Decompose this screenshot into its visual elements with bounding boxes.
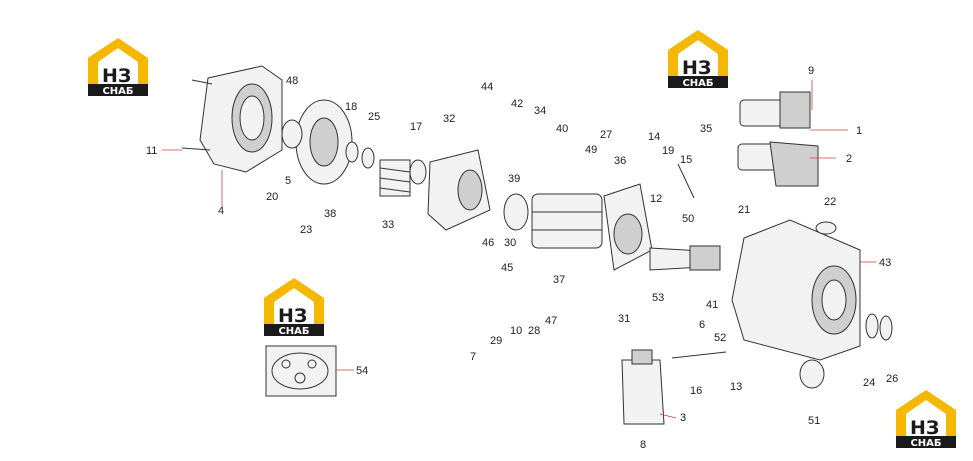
callout-43: 43	[879, 257, 891, 269]
swash-plate	[603, 183, 653, 271]
callout-21: 21	[738, 204, 750, 216]
callout-47: 47	[545, 315, 557, 327]
callout-53: 53	[652, 292, 664, 304]
callout-29: 29	[490, 335, 502, 347]
callout-44: 44	[481, 81, 493, 93]
bearing-ring	[281, 119, 303, 149]
retainer-disc	[503, 193, 529, 231]
brand-logo-mid-left: НЗ СНАБ	[264, 278, 324, 337]
callout-10: 10	[510, 325, 522, 337]
callout-13: 13	[730, 381, 742, 393]
callout-26: 26	[886, 373, 898, 385]
callout-11: 11	[146, 145, 157, 157]
callout-22: 22	[824, 196, 836, 208]
cylinder-block	[427, 149, 491, 231]
brand-logo-top-center: НЗ СНАБ	[668, 30, 728, 89]
callout-35: 35	[700, 123, 712, 135]
end-cover-housing	[181, 65, 283, 173]
callout-labels: 1 2 3 4 5 6 7 8 9 10 11 12 13 14 15 16 1…	[146, 65, 898, 451]
logo-letters: НЗ	[278, 305, 307, 327]
callout-6: 6	[699, 319, 705, 331]
control-valve-upper	[739, 91, 811, 129]
callout-20: 20	[266, 191, 278, 203]
callout-37: 37	[553, 274, 565, 286]
logo-name: СНАБ	[102, 86, 133, 97]
callout-14: 14	[648, 131, 660, 143]
callout-31: 31	[618, 313, 630, 325]
callout-5: 5	[285, 175, 291, 187]
callout-15: 15	[680, 154, 692, 166]
callout-1: 1	[856, 125, 862, 137]
brand-logo-top-left: НЗ СНАБ	[88, 38, 148, 97]
callout-39: 39	[508, 173, 520, 185]
callout-52: 52	[714, 332, 726, 344]
callout-34: 34	[534, 105, 546, 117]
valve-plate	[295, 99, 353, 185]
callout-32: 32	[443, 113, 455, 125]
callout-33: 33	[382, 219, 394, 231]
logo-letters: НЗ	[682, 57, 711, 79]
shaft-seals	[865, 313, 893, 341]
control-valve-lower	[737, 141, 819, 187]
callout-25: 25	[368, 111, 380, 123]
logo-name: СНАБ	[910, 438, 941, 449]
callout-41: 41	[706, 299, 718, 311]
leader-lines	[162, 80, 876, 419]
callout-7: 7	[470, 351, 476, 363]
callout-16: 16	[690, 385, 702, 397]
logo-name: СНАБ	[682, 78, 713, 89]
callout-19: 19	[662, 145, 674, 157]
callout-9: 9	[808, 65, 814, 77]
callout-27: 27	[600, 129, 612, 141]
callout-28: 28	[528, 325, 540, 337]
seal-kit	[265, 345, 337, 397]
callout-3: 3	[680, 412, 686, 424]
callout-54: 54	[356, 365, 368, 377]
pressure-valve	[621, 349, 665, 425]
brand-logo-bottom-right: НЗ СНАБ	[896, 390, 956, 449]
callout-23: 23	[300, 224, 312, 236]
callout-17: 17	[410, 121, 422, 133]
callout-2: 2	[846, 153, 852, 165]
callout-36: 36	[614, 155, 626, 167]
small-rings	[345, 141, 427, 185]
callout-51: 51	[808, 415, 820, 427]
callout-30: 30	[504, 237, 516, 249]
pistons-assembly	[531, 193, 603, 249]
callout-46: 46	[482, 237, 494, 249]
callout-48: 48	[286, 75, 298, 87]
callout-42: 42	[511, 98, 523, 110]
logo-letters: НЗ	[102, 65, 131, 87]
callout-38: 38	[324, 208, 336, 220]
callout-40: 40	[556, 123, 568, 135]
callout-18: 18	[345, 101, 357, 113]
callout-50: 50	[682, 213, 694, 225]
callout-24: 24	[863, 377, 875, 389]
callout-49: 49	[585, 144, 597, 156]
callout-8: 8	[640, 439, 646, 451]
logo-letters: НЗ	[910, 417, 939, 439]
callout-4: 4	[218, 205, 224, 217]
main-housing	[731, 219, 861, 361]
cover-plug	[799, 359, 825, 389]
logo-name: СНАБ	[278, 326, 309, 337]
pin-rod	[671, 163, 727, 359]
callout-12: 12	[650, 193, 662, 205]
drive-shaft	[649, 245, 721, 271]
spring	[379, 159, 411, 197]
callout-45: 45	[501, 262, 513, 274]
